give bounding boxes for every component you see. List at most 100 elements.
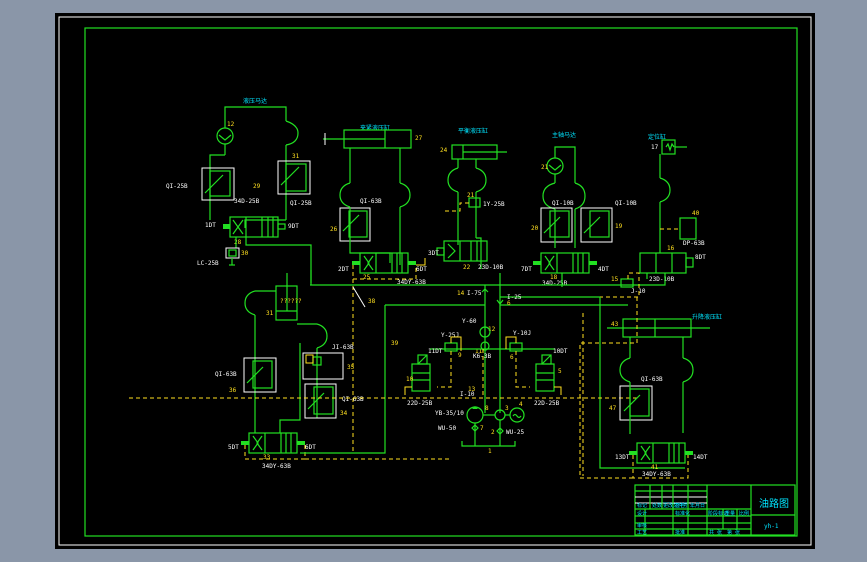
svg-text:41: 41 — [651, 464, 659, 471]
svg-text:14: 14 — [457, 290, 465, 297]
svg-text:38: 38 — [368, 298, 376, 305]
svg-text:WU-25: WU-25 — [506, 429, 524, 436]
title-block: 标记 处数 更改文件号 签名 年月日 设计 审核 工艺 标准化 批准 阶段标记 … — [634, 484, 796, 536]
svg-text:5DT: 5DT — [228, 444, 239, 451]
valve-relief-right-icon — [535, 363, 555, 392]
svg-text:K6-3B: K6-3B — [473, 353, 491, 360]
svg-text:20: 20 — [531, 225, 539, 232]
svg-text:重量: 重量 — [725, 510, 735, 517]
svg-text:WU-50: WU-50 — [438, 425, 456, 432]
svg-text:1Y-25B: 1Y-25B — [483, 201, 505, 208]
svg-text:DP-63B: DP-63B — [683, 240, 705, 247]
svg-text:9: 9 — [458, 352, 462, 359]
svg-text:47: 47 — [609, 405, 617, 412]
drawing-number: yh-1 — [764, 523, 779, 530]
main-pipes: 3 9 38 — [279, 270, 685, 469]
svg-text:21: 21 — [467, 192, 475, 199]
tank-icon — [461, 441, 516, 447]
svg-text:5: 5 — [558, 368, 562, 375]
motor-left-group: 12 液压马达 — [209, 97, 299, 228]
svg-text:比例: 比例 — [739, 510, 749, 517]
electric-motor-icon — [509, 407, 525, 423]
pump-station: 14 I-75 I-25 6 Y-60 12 K6-3B 11 Y-25J 9 … — [129, 288, 637, 455]
svg-text:设计: 设计 — [637, 510, 647, 517]
svg-text:6DT: 6DT — [305, 444, 316, 451]
svg-text:13: 13 — [468, 386, 476, 393]
svg-text:标准化: 标准化 — [675, 510, 690, 517]
outer-frame — [58, 16, 812, 546]
svg-text:JI-63B: JI-63B — [332, 344, 354, 351]
svg-text:Y-25J: Y-25J — [441, 332, 459, 339]
svg-text:22D-25B: 22D-25B — [407, 400, 433, 407]
svg-text:平衡液压缸: 平衡液压缸 — [458, 127, 488, 135]
hydraulic-diagram: 12 液压马达 29 QI-25B 31 QI-25B 34D-25B 28 1… — [58, 16, 812, 546]
svg-text:LC-25B: LC-25B — [197, 260, 219, 267]
valve-br-icon — [636, 442, 686, 464]
svg-text:34D-25B: 34D-25B — [542, 280, 568, 287]
relief-small: 15 J-10 — [582, 272, 646, 298]
svg-text:43: 43 — [611, 321, 619, 328]
throttle-left-a: 29 QI-25B — [166, 167, 261, 201]
svg-text:23D-10B: 23D-10B — [649, 276, 675, 283]
svg-text:10DT: 10DT — [553, 348, 568, 355]
valve-left-top: 34D-25B 28 1DT 9DT — [205, 198, 312, 283]
svg-text:14DT: 14DT — [693, 454, 708, 461]
svg-text:升降液压缸: 升降液压缸 — [692, 313, 722, 321]
cylinder-left-bottom-group: 31 ?????? QI-63B 36 JI-63B 35 QI-63B 34 … — [215, 273, 450, 470]
svg-text:QI-63B: QI-63B — [641, 376, 663, 383]
svg-text:18: 18 — [550, 274, 558, 281]
svg-text:11: 11 — [475, 348, 483, 355]
svg-text:3: 3 — [505, 405, 509, 412]
svg-text:1DT: 1DT — [205, 222, 216, 229]
filter-left: 30 LC-25B — [197, 247, 249, 267]
svg-text:35: 35 — [347, 364, 355, 371]
svg-text:QI-25B: QI-25B — [290, 200, 312, 207]
svg-text:24: 24 — [440, 147, 448, 154]
drawing-title: 油路图 — [759, 497, 789, 510]
svg-text:23D-10B: 23D-10B — [478, 264, 504, 271]
svg-text:4: 4 — [519, 401, 523, 408]
motor-left-caption: 液压马达 — [243, 97, 267, 105]
svg-text:年月日: 年月日 — [690, 502, 705, 509]
svg-text:标记: 标记 — [637, 502, 647, 509]
svg-text:6: 6 — [507, 300, 511, 307]
svg-text:28: 28 — [234, 239, 242, 246]
svg-text:更改文件号: 更改文件号 — [663, 502, 688, 509]
svg-text:处数: 处数 — [652, 502, 662, 509]
svg-text:第 张: 第 张 — [727, 529, 740, 536]
valve-far-right-icon — [639, 252, 687, 274]
svg-text:I-25: I-25 — [507, 294, 522, 301]
svg-text:I-10: I-10 — [460, 391, 475, 398]
svg-text:QI-10B: QI-10B — [615, 200, 637, 207]
svg-text:工艺: 工艺 — [637, 530, 647, 536]
svg-text:15: 15 — [611, 276, 619, 283]
svg-text:30: 30 — [241, 250, 249, 257]
svg-text:34D-25B: 34D-25B — [234, 198, 260, 205]
pressure-switch-icon — [679, 217, 697, 240]
svg-text:J-10: J-10 — [631, 288, 646, 295]
svg-text:QI-63B: QI-63B — [342, 396, 364, 403]
svg-text:26: 26 — [330, 226, 338, 233]
svg-text:8DT: 8DT — [695, 254, 706, 261]
svg-text:36: 36 — [229, 387, 237, 394]
svg-text:定位缸: 定位缸 — [648, 133, 666, 141]
svg-text:34DY-63B: 34DY-63B — [262, 463, 291, 470]
pump-big-icon — [466, 406, 484, 424]
svg-text:签名: 签名 — [675, 502, 685, 509]
motor-left-num: 12 — [227, 121, 235, 128]
svg-text:Y-60: Y-60 — [462, 318, 477, 325]
svg-text:3DT: 3DT — [428, 250, 439, 257]
svg-text:QI-63B: QI-63B — [215, 371, 237, 378]
svg-text:8: 8 — [485, 405, 489, 412]
svg-text:??????: ?????? — [280, 298, 302, 305]
svg-text:QI-25B: QI-25B — [166, 183, 188, 190]
svg-text:6DT: 6DT — [416, 266, 427, 273]
svg-text:27: 27 — [415, 135, 423, 142]
svg-text:审核: 审核 — [637, 522, 647, 529]
svg-text:主轴马达: 主轴马达 — [552, 131, 576, 139]
svg-text:批准: 批准 — [675, 529, 685, 536]
svg-text:31: 31 — [292, 153, 300, 160]
svg-text:1: 1 — [488, 448, 492, 455]
valve-right-icon — [540, 252, 590, 274]
svg-text:Y-10J: Y-10J — [513, 330, 531, 337]
